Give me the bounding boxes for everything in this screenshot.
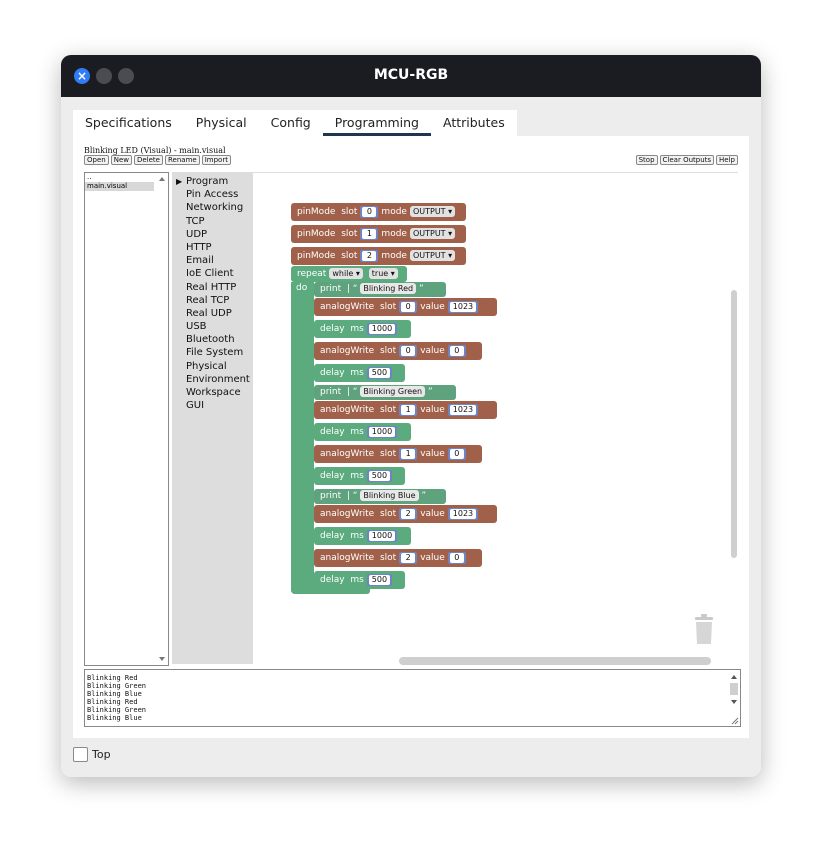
minimize-icon[interactable] — [96, 68, 112, 84]
category-usb[interactable]: USB — [186, 321, 207, 333]
stop-button[interactable]: Stop — [635, 155, 658, 165]
print-text[interactable]: Blinking Blue — [360, 490, 419, 501]
print-text[interactable]: Blinking Green — [360, 386, 426, 397]
category-real-udp[interactable]: Real UDP — [186, 307, 232, 319]
console-line: Blinking Green — [87, 682, 147, 690]
print-text[interactable]: Blinking Red — [360, 283, 417, 294]
app-window: × MCU-RGB Specifications Physical Config… — [61, 55, 761, 777]
category-bluetooth[interactable]: Bluetooth — [186, 334, 235, 346]
console-line: Blinking Red — [87, 674, 138, 682]
run-toolbar: Stop Clear Outputs Help — [635, 155, 738, 165]
category-program[interactable]: Program — [172, 175, 253, 188]
file-item-main[interactable]: main.visual — [85, 182, 154, 191]
while-dropdown[interactable]: while ▾ — [329, 268, 363, 279]
mode-dropdown[interactable]: OUTPUT ▾ — [409, 228, 456, 239]
workspace-horizontal-scrollbar[interactable] — [399, 657, 711, 665]
file-list-scrollbar[interactable] — [156, 173, 168, 665]
import-button[interactable]: Import — [201, 155, 231, 165]
print-block[interactable]: print | “ Blinking Blue ” — [314, 489, 446, 504]
console-line: Blinking Green — [87, 706, 147, 714]
new-button[interactable]: New — [110, 155, 132, 165]
tab-specifications[interactable]: Specifications — [85, 115, 172, 130]
category-file-system[interactable]: File System — [186, 347, 244, 359]
file-header: Blinking LED (Visual) - main.visual — [84, 146, 226, 155]
tab-attributes[interactable]: Attributes — [443, 115, 505, 130]
loop-body-bar — [291, 282, 314, 594]
print-block[interactable]: print | “ Blinking Green ” — [314, 385, 456, 400]
console-scrollbar[interactable] — [728, 670, 740, 726]
file-list: .. main.visual — [84, 172, 169, 666]
top-checkbox-label: Top — [92, 748, 111, 761]
scroll-arrows-icon — [159, 177, 165, 661]
console-line: Blinking Red — [87, 698, 138, 706]
category-environment[interactable]: Environment — [186, 373, 250, 385]
trash-icon[interactable] — [692, 613, 716, 645]
close-icon[interactable]: × — [74, 68, 90, 84]
console-line: Blinking Blue — [87, 690, 142, 698]
title-bar: × MCU-RGB — [61, 55, 761, 97]
category-tcp[interactable]: TCP — [186, 215, 205, 227]
category-networking[interactable]: Networking — [186, 202, 244, 214]
maximize-icon[interactable] — [118, 68, 134, 84]
category-http[interactable]: HTTP — [186, 241, 212, 253]
tab-config[interactable]: Config — [270, 115, 311, 130]
window-title: MCU-RGB — [373, 67, 449, 83]
do-label: do — [296, 283, 308, 293]
file-toolbar: Open New Delete Rename Import — [84, 155, 231, 165]
category-ioe-client[interactable]: IoE Client — [186, 268, 234, 280]
tab-programming[interactable]: Programming — [322, 110, 432, 136]
mode-dropdown[interactable]: OUTPUT ▾ — [409, 206, 456, 217]
true-dropdown[interactable]: true ▾ — [368, 268, 398, 279]
console-line: Blinking Blue — [87, 714, 142, 722]
tab-physical[interactable]: Physical — [195, 115, 247, 130]
clear-outputs-button[interactable]: Clear Outputs — [659, 155, 715, 165]
block-categories: Program Pin Access Networking TCP UDP HT… — [172, 172, 253, 664]
rename-button[interactable]: Rename — [164, 155, 200, 165]
output-console[interactable]: Blinking Red Blinking Green Blinking Blu… — [84, 669, 741, 727]
tab-bar: Specifications Physical Config Programmi… — [73, 110, 517, 136]
loop-footer — [291, 586, 370, 594]
category-email[interactable]: Email — [186, 255, 214, 267]
top-checkbox[interactable] — [73, 747, 88, 762]
category-workspace[interactable]: Workspace — [186, 387, 241, 398]
file-item-parent[interactable]: .. — [87, 173, 92, 181]
workspace-vertical-scrollbar[interactable] — [731, 290, 737, 558]
delete-button[interactable]: Delete — [133, 155, 163, 165]
category-pin-access[interactable]: Pin Access — [186, 189, 239, 201]
category-real-http[interactable]: Real HTTP — [186, 281, 237, 293]
print-block[interactable]: print | “ Blinking Red ” — [314, 282, 446, 297]
category-physical[interactable]: Physical — [186, 360, 227, 372]
category-udp[interactable]: UDP — [186, 228, 208, 240]
open-button[interactable]: Open — [84, 155, 109, 165]
category-gui[interactable]: GUI — [186, 400, 205, 412]
help-button[interactable]: Help — [716, 155, 738, 165]
mode-dropdown[interactable]: OUTPUT ▾ — [409, 250, 456, 261]
category-real-tcp[interactable]: Real TCP — [186, 294, 230, 306]
programming-panel: Blinking LED (Visual) - main.visual Open… — [73, 136, 749, 738]
